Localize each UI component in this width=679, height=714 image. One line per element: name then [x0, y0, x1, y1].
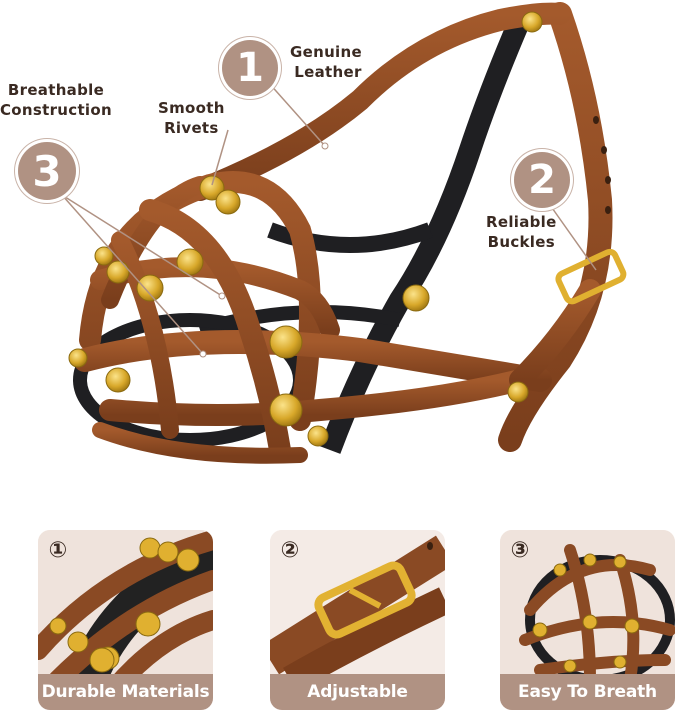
callout-3-badge: 3	[18, 142, 76, 200]
callout-2-badge: 2	[514, 152, 570, 208]
smooth-rivets-label: Smooth Rivets	[158, 98, 225, 138]
panel-3-number: ③	[510, 537, 530, 563]
callout-3-label: Breathable Construction	[0, 80, 112, 120]
callout-2-line2: Buckles	[487, 233, 555, 251]
panel-3-label: Easy To Breath	[500, 674, 675, 710]
callout-1-badge: 1	[222, 40, 278, 96]
smooth-rivets-line1: Smooth	[158, 99, 225, 117]
callout-1-line1: Genuine	[290, 43, 362, 61]
callout-3-line2: Construction	[0, 101, 112, 119]
callout-1-label: Genuine Leather	[290, 42, 362, 82]
feature-panel-breathable: ③ Easy To Breath	[500, 530, 675, 710]
callout-2-line1: Reliable	[486, 213, 557, 231]
feature-panel-durable: ① Durable Materials	[38, 530, 213, 710]
smooth-rivets-line2: Rivets	[164, 119, 219, 137]
panel-2-label: Adjustable	[270, 674, 445, 710]
callout-1-line2: Leather	[294, 63, 362, 81]
panel-1-label: Durable Materials	[38, 674, 213, 710]
panel-2-number: ②	[280, 537, 300, 563]
panel-1-number: ①	[48, 537, 68, 563]
callout-2-label: Reliable Buckles	[486, 212, 557, 252]
muzzle-illustration	[61, 2, 627, 464]
callout-3-line1: Breathable	[7, 81, 105, 99]
feature-panel-adjustable: ② Adjustable	[270, 530, 445, 710]
